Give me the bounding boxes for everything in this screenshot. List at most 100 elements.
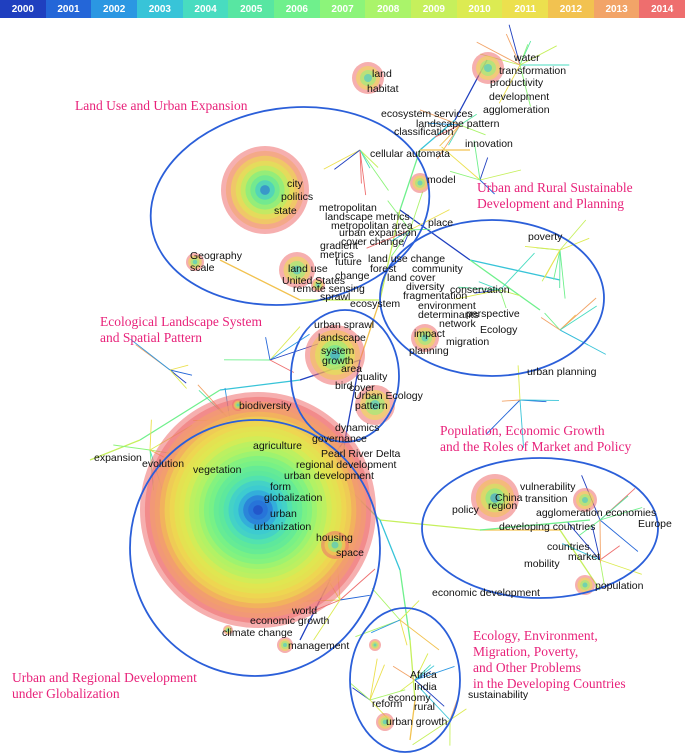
keyword-label: cover <box>349 382 375 394</box>
keyword-label: land <box>372 68 392 80</box>
network-link <box>219 259 301 301</box>
keyword-label: place <box>428 217 453 229</box>
network-link <box>414 664 432 681</box>
keyword-label: Europe <box>638 518 672 530</box>
keyword-label: determinants <box>418 309 479 321</box>
node-ring-layer <box>140 52 597 731</box>
keyword-label: state <box>274 205 297 217</box>
network-link <box>519 45 557 66</box>
keyword-label: urban planning <box>527 366 597 378</box>
keyword-label: transition <box>525 493 568 505</box>
cluster-boundary-layer <box>129 106 659 753</box>
network-link <box>359 149 379 168</box>
network-link <box>399 569 411 641</box>
citation-ring <box>226 628 230 632</box>
keyword-label: market <box>568 551 600 563</box>
cluster-title: Ecology, Environment, <box>473 628 598 643</box>
keyword-label: land use change <box>368 253 445 265</box>
network-link <box>323 149 361 170</box>
network-link <box>499 289 521 297</box>
network-link <box>399 619 440 651</box>
network-link <box>508 24 521 66</box>
network-link <box>269 326 301 361</box>
network-link <box>441 146 481 181</box>
network-link <box>387 200 411 231</box>
network-link <box>269 333 310 361</box>
cluster-title: in the Developing Countries <box>473 676 626 691</box>
timeline-year: 2013 <box>593 0 640 18</box>
network-link <box>359 149 367 196</box>
keyword-label: Urban Ecology <box>354 390 424 402</box>
network-link <box>169 369 187 389</box>
network-link <box>350 682 371 701</box>
network-link <box>599 545 620 561</box>
keyword-label: urban sprawl <box>314 319 374 331</box>
keyword-label: metrics <box>320 249 354 261</box>
keyword-label: vulnerability <box>520 481 576 493</box>
keyword-label: Africa <box>410 669 437 681</box>
timeline-year: 2008 <box>365 0 412 18</box>
keyword-label: development <box>489 91 549 103</box>
keyword-label: economic development <box>432 587 540 599</box>
network-link <box>113 444 151 451</box>
timeline-year: 2000 <box>0 0 46 18</box>
network-link <box>501 399 521 402</box>
network-link <box>476 41 521 66</box>
keyword-label: urbanization <box>254 521 311 533</box>
keyword-label: cover change <box>341 236 404 248</box>
keyword-label: ecosystem services <box>381 108 473 120</box>
cluster-title: Ecological Landscape System <box>100 314 262 329</box>
network-link <box>130 338 171 371</box>
keyword-label: agglomeration <box>483 104 550 116</box>
keyword-label: growth <box>322 355 354 367</box>
citation-ring <box>192 259 198 265</box>
network-link <box>359 149 371 169</box>
keyword-label: governance <box>312 433 367 445</box>
network-link <box>559 219 587 251</box>
network-link <box>359 149 362 184</box>
network-link <box>519 64 531 107</box>
timeline-year: 2012 <box>548 0 594 18</box>
citation-ring <box>382 719 388 725</box>
keyword-label: change <box>335 270 370 282</box>
citation-ring <box>484 64 492 72</box>
network-link <box>265 337 271 361</box>
keyword-label: urban development <box>284 470 374 482</box>
network-link <box>379 209 401 301</box>
keyword-label: impact <box>414 328 445 340</box>
cluster-boundary <box>149 106 431 306</box>
timeline-year: 2011 <box>502 0 549 18</box>
network-link <box>559 237 590 251</box>
network-link <box>599 519 639 552</box>
network-link <box>391 229 411 242</box>
network-link <box>379 519 401 571</box>
keyword-label: urban expansion <box>339 227 417 239</box>
citation-ring <box>364 74 372 82</box>
keyword-label: regional development <box>296 459 396 471</box>
network-link <box>418 686 451 721</box>
keyword-label: land cover <box>387 272 436 284</box>
keyword-label: countries <box>547 541 590 553</box>
timeline-year: 2001 <box>45 0 92 18</box>
network-link <box>402 229 411 247</box>
keyword-label: population <box>595 580 644 592</box>
network-link <box>458 286 501 291</box>
network-link <box>499 289 507 309</box>
network-link <box>473 140 481 181</box>
network-link <box>399 149 421 211</box>
network-link <box>479 157 489 181</box>
network-link <box>599 495 629 521</box>
network-link <box>339 594 370 601</box>
network-link <box>599 559 642 575</box>
keyword-label: agglomeration economies <box>536 507 656 519</box>
network-link <box>359 149 389 191</box>
timeline-year: 2014 <box>639 0 685 18</box>
network-link <box>499 252 535 291</box>
network-link <box>427 122 461 126</box>
keyword-label: space <box>336 547 364 559</box>
citation-ring <box>236 403 240 407</box>
network-link <box>169 369 193 376</box>
keyword-label: region <box>488 500 517 512</box>
